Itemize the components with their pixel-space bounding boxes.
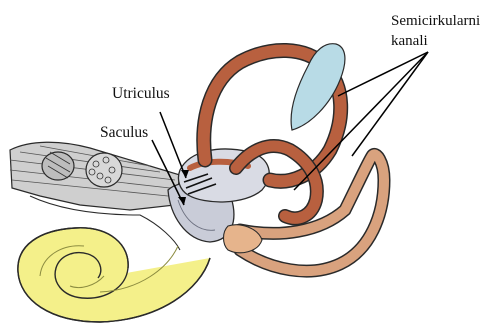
label-semicircular-canals-line1: Semicirkularni: [391, 12, 480, 30]
label-semicircular-canals-line2: kanali: [391, 32, 428, 50]
cochlea: [18, 228, 210, 322]
label-utriculus: Utriculus: [112, 85, 170, 103]
label-saculus: Saculus: [100, 124, 148, 142]
